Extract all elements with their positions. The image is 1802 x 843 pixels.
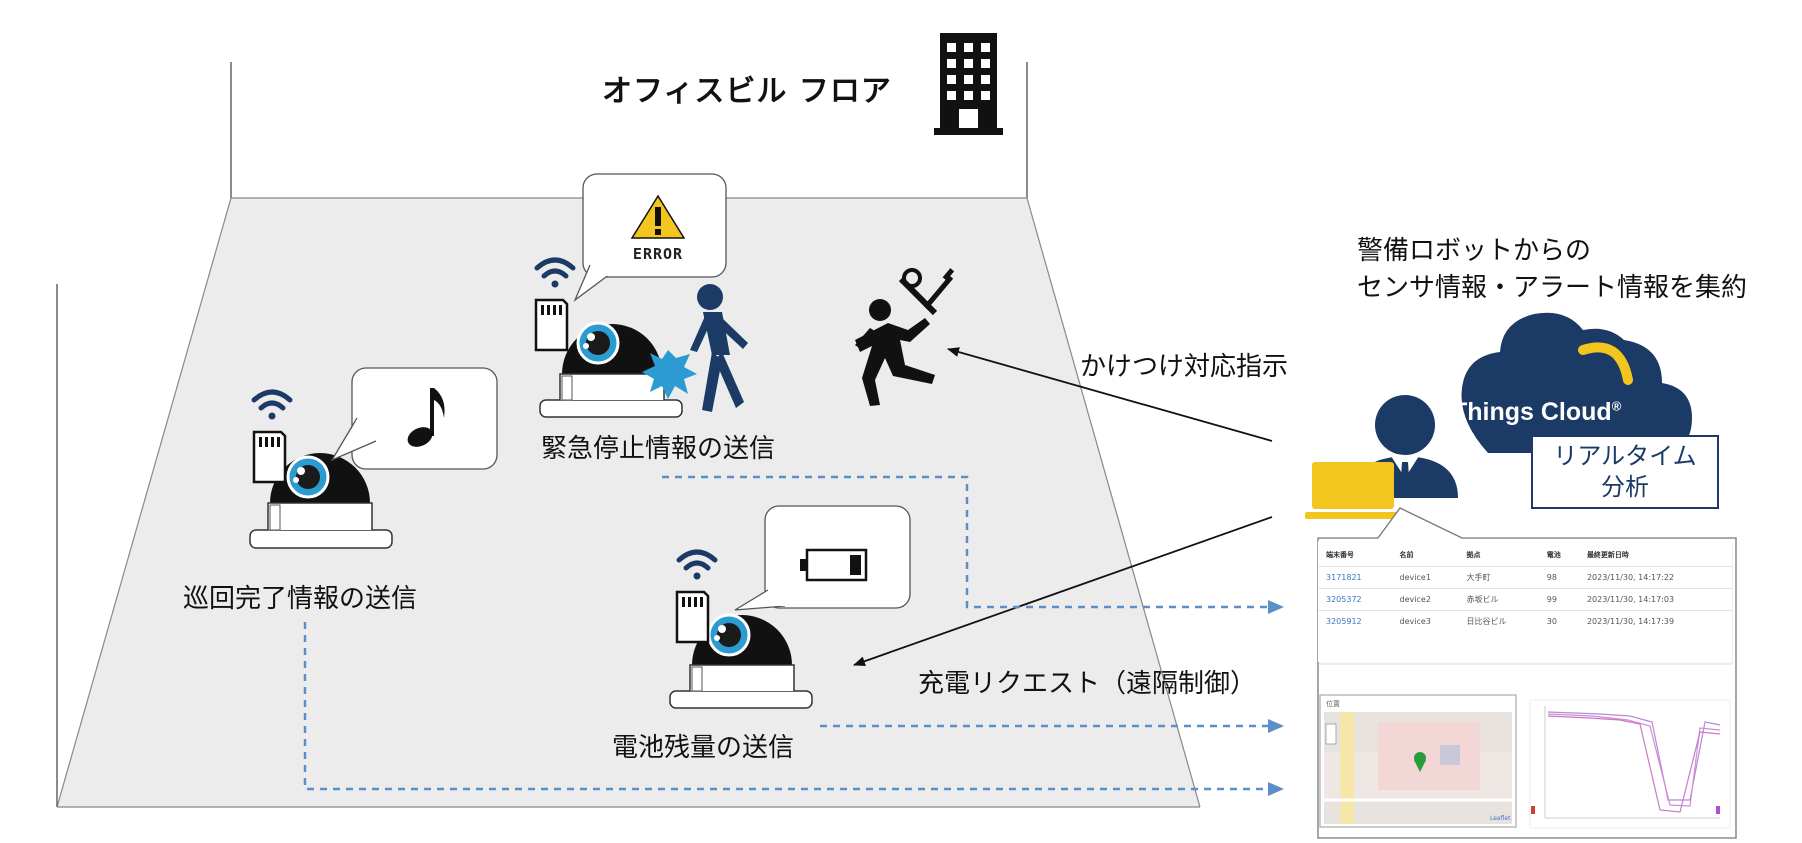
impact-burst-icon	[642, 350, 697, 399]
col-battery: 電池	[1546, 551, 1561, 559]
things-cloud-logo: Things Cloud®	[1452, 398, 1621, 427]
device-battery: 99	[1538, 588, 1579, 611]
speech-bubble-patrol	[330, 367, 498, 470]
emergency-data-flow	[662, 475, 1284, 614]
patrol-data-flow	[303, 622, 1284, 796]
table-row[interactable]: 3205372 device2 赤坂ビル 99 2023/11/30, 14:1…	[1318, 588, 1732, 611]
walking-person-icon	[690, 284, 748, 412]
charge-request-arrow	[853, 516, 1273, 667]
battery-caption: 電池残量の送信	[612, 733, 795, 763]
col-site: 拠点	[1466, 551, 1481, 559]
error-text: ERROR	[633, 245, 683, 263]
sd-card-icon	[252, 430, 287, 484]
table-row[interactable]: 3171821 device1 大手町 98 2023/11/30, 14:17…	[1318, 566, 1732, 589]
wifi-icon	[676, 549, 718, 580]
dispatch-instruction-label: かけつけ対応指示	[1080, 352, 1289, 382]
robot-battery	[669, 505, 911, 709]
table-row[interactable]: 3205912 device3 日比谷ビル 30 2023/11/30, 14:…	[1318, 610, 1732, 632]
music-note-icon	[407, 388, 445, 447]
table-header-row: 端末番号 名前 拠点 電池 最終更新日時	[1318, 541, 1732, 567]
device-battery: 98	[1538, 566, 1579, 589]
map-attribution-link[interactable]: Leaflet	[1490, 815, 1511, 822]
device-id-link[interactable]: 3171821	[1318, 566, 1392, 589]
things-cloud-icon	[1461, 312, 1692, 453]
robot-emergency: ERROR	[534, 173, 748, 418]
device-site: 大手町	[1458, 566, 1539, 589]
col-device-id: 端末番号	[1326, 551, 1354, 559]
floor-area	[57, 198, 1200, 807]
sd-card-icon	[534, 298, 569, 352]
map-panel-shadow	[1319, 694, 1517, 828]
device-updated: 2023/11/30, 14:17:22	[1578, 566, 1732, 589]
running-guard-with-tools-icon	[855, 268, 955, 406]
device-site: 日比谷ビル	[1458, 610, 1539, 632]
dispatch-arrow	[947, 347, 1273, 442]
laptop-icon	[1305, 462, 1401, 519]
analysis-line2: 分析	[1601, 473, 1649, 501]
robot-patrol	[249, 367, 498, 549]
device-name: device1	[1391, 566, 1459, 589]
floor-right-edge	[1026, 197, 1201, 808]
device-name: device2	[1391, 588, 1459, 611]
things-cloud-name: Things Cloud	[1452, 398, 1612, 426]
col-last-updated: 最終更新日時	[1586, 551, 1629, 559]
charge-request-label: 充電リクエスト（遠隔制御）	[918, 669, 1257, 699]
error-warning-icon	[630, 194, 686, 239]
wifi-icon	[534, 257, 576, 288]
battery-chart-panel	[1529, 699, 1731, 829]
low-battery-icon	[800, 548, 868, 582]
patrol-caption: 巡回完了情報の送信	[183, 584, 418, 614]
map-view	[1324, 712, 1512, 824]
device-id-link[interactable]: 3205372	[1318, 588, 1392, 611]
map-label: 位置	[1326, 700, 1340, 708]
device-updated: 2023/11/30, 14:17:03	[1578, 588, 1732, 611]
realtime-analysis-box: リアルタイム 分析	[1531, 435, 1719, 509]
analysis-line1: リアルタイム	[1553, 442, 1697, 470]
device-id-link[interactable]: 3205912	[1318, 610, 1392, 632]
device-battery: 30	[1538, 610, 1579, 632]
aggregation-title-line1: 警備ロボットからの	[1357, 236, 1592, 266]
registered-mark: ®	[1611, 398, 1622, 414]
map-header: 位置	[1322, 697, 1514, 711]
office-building-icon	[934, 33, 1003, 135]
sd-card-icon	[675, 590, 710, 644]
emergency-caption: 緊急停止情報の送信	[541, 434, 776, 464]
device-table: 端末番号 名前 拠点 電池 最終更新日時 3171821 device1 大手町…	[1318, 541, 1732, 632]
col-name: 名前	[1399, 551, 1414, 559]
wifi-icon	[251, 389, 293, 420]
floor-title: オフィスビル フロア	[602, 74, 892, 109]
device-table-panel: 端末番号 名前 拠点 電池 最終更新日時 3171821 device1 大手町…	[1318, 541, 1732, 662]
device-updated: 2023/11/30, 14:17:39	[1578, 610, 1732, 632]
device-name: device3	[1391, 610, 1459, 632]
aggregation-title-line2: センサ情報・アラート情報を集約	[1357, 273, 1748, 303]
floor-left-edge	[56, 197, 232, 808]
device-site: 赤坂ビル	[1458, 588, 1539, 611]
